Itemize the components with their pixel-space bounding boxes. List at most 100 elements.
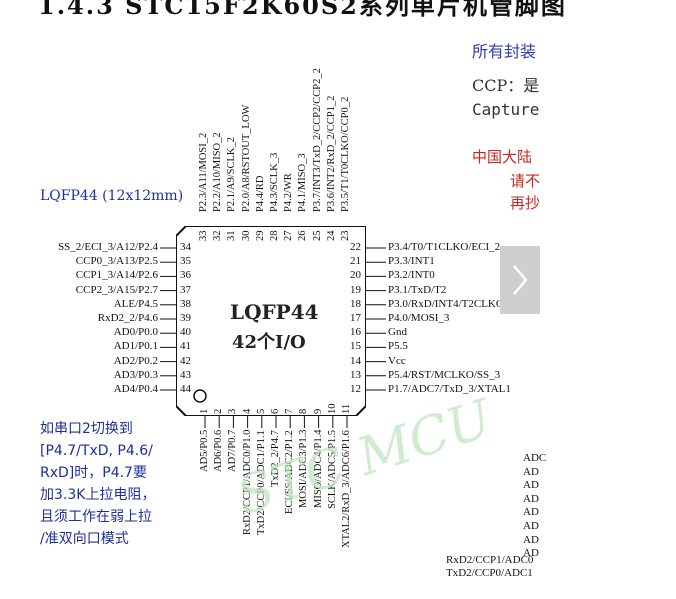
top-pin-label: P2.2/A10/MISO_2 bbox=[212, 132, 224, 212]
left-pin-label: SS_2/ECI_3/A12/P2.4 bbox=[58, 241, 158, 253]
bottom-pin-number: 4 bbox=[241, 408, 253, 414]
chip-name: LQFP44 bbox=[230, 300, 319, 324]
top-pin-label: P4.1/MISO_3 bbox=[297, 153, 309, 212]
left-pin-label: RxD2_2/P4.6 bbox=[97, 312, 158, 324]
page-title: 1.4.3 STC15F2K60S2系列单片机管脚图 bbox=[38, 0, 567, 20]
bottom-pin-number: 9 bbox=[312, 408, 324, 414]
right-pin-label: P3.1/TxD/T2 bbox=[388, 283, 447, 296]
top-pin-number: 29 bbox=[254, 230, 266, 242]
right-pin-label: P4.0/MOSI_3 bbox=[388, 312, 450, 324]
left-pin-number: 42 bbox=[180, 354, 191, 367]
left-pin-label: CCP2_3/A15/P2.7 bbox=[75, 283, 158, 296]
top-pin-number: 33 bbox=[198, 230, 209, 242]
right-red-1: 中国大陆 bbox=[472, 148, 533, 166]
right-pin-number: 22 bbox=[350, 241, 361, 253]
right-pin-label: Gnd bbox=[388, 326, 407, 339]
left-pin-number: 43 bbox=[180, 368, 191, 381]
bottom-right-label: TxD2/CCP0/ADC1 bbox=[446, 567, 533, 579]
right-pin-number: 16 bbox=[350, 326, 361, 339]
top-pin-number: 24 bbox=[325, 230, 337, 242]
bottom-right-label: AD bbox=[523, 547, 539, 560]
right-pin-label: P3.3/INT1 bbox=[388, 255, 435, 268]
top-pin-label: P2.0/A8/RSTOUT_LOW bbox=[240, 104, 252, 212]
bottom-pin-number: 5 bbox=[255, 408, 267, 414]
bottom-pin-number: 3 bbox=[227, 408, 239, 414]
left-pin-label: ALE/P4.5 bbox=[113, 297, 158, 310]
left-pin-label: AD1/P0.1 bbox=[113, 340, 158, 353]
left-pin-label: CCP0_3/A13/P2.5 bbox=[75, 255, 158, 268]
right-pin-number: 14 bbox=[350, 354, 361, 367]
left-pin-label: AD2/P0.2 bbox=[113, 354, 158, 367]
top-pin-number: 28 bbox=[269, 230, 280, 242]
bottom-right-label: RxD2/CCP1/ADC0 bbox=[446, 554, 534, 566]
bottom-pin-number: 7 bbox=[284, 408, 296, 414]
right-pin-number: 21 bbox=[350, 255, 361, 268]
next-slide-button[interactable] bbox=[500, 246, 540, 314]
right-pin-label: P5.5 bbox=[388, 340, 408, 353]
right-text-2: CCP：是 bbox=[472, 76, 540, 95]
left-pin-number: 36 bbox=[180, 269, 191, 282]
bottom-pin-label: AD7/P0.7 bbox=[227, 429, 239, 472]
right-pin-label: P1.7/ADC7/TxD_3/XTAL1 bbox=[388, 383, 511, 395]
chip-io-count: 42个I/O bbox=[232, 332, 306, 353]
right-pin-number: 18 bbox=[350, 297, 361, 310]
left-pin-number: 41 bbox=[180, 340, 191, 353]
bottom-right-label: AD bbox=[523, 533, 539, 546]
top-pin-label: P4.2/WR bbox=[283, 173, 295, 212]
note-line: RxD]时，P4.7要 bbox=[40, 465, 147, 481]
top-pin-label: P2.1/A9/SCLK_2 bbox=[226, 137, 238, 212]
note-line: 且须工作在弱上拉 bbox=[40, 509, 152, 525]
bottom-pin-label: AD5/P0.5 bbox=[199, 429, 210, 472]
note-line: 加3.3K上拉电阻， bbox=[40, 487, 156, 503]
bottom-right-label: ADC bbox=[523, 452, 547, 464]
bottom-right-label: AD bbox=[523, 506, 539, 519]
chevron-right-icon bbox=[513, 265, 528, 295]
top-pin-label: P3.6/INT2/RxD_2/CCP1_2 bbox=[325, 95, 337, 212]
top-pin-label: P4.4/RD bbox=[254, 175, 266, 212]
pin1-marker bbox=[193, 389, 207, 403]
left-pin-number: 40 bbox=[180, 326, 191, 339]
left-pin-label: AD0/P0.0 bbox=[113, 326, 158, 339]
right-pin-label: P3.0/RxD/INT4/T2CLKO bbox=[388, 297, 504, 310]
package-label: LQFP44 (12x12mm) bbox=[40, 188, 184, 204]
left-pin-number: 34 bbox=[180, 241, 191, 253]
right-red-3: 再抄 bbox=[510, 194, 541, 212]
bottom-pin-number: 6 bbox=[270, 408, 281, 414]
right-pin-number: 12 bbox=[350, 383, 361, 395]
right-pin-number: 13 bbox=[350, 368, 361, 381]
top-pin-number: 25 bbox=[311, 230, 323, 242]
chip-outline bbox=[176, 226, 366, 416]
top-pin-label: P2.3/A11/MOSI_2 bbox=[198, 132, 209, 212]
chip-body bbox=[176, 226, 366, 416]
top-pin-label: P3.7/INT3/TxD_2/CCP2/CCP2_2 bbox=[311, 68, 323, 212]
bottom-pin-number: 10 bbox=[326, 403, 338, 415]
left-pin-label: AD4/P0.4 bbox=[113, 383, 158, 395]
bottom-right-label: AD bbox=[523, 492, 539, 505]
top-pin-label: P3.5/T1/T0CLKO/CCP0_2 bbox=[340, 96, 351, 212]
left-pin-number: 39 bbox=[180, 312, 191, 324]
right-pin-label: Vcc bbox=[388, 354, 406, 367]
right-text-3: Capture bbox=[472, 100, 540, 119]
bottom-pin-label: AD6/P0.6 bbox=[213, 429, 225, 472]
uart-note: 如串口2切换到[P4.7/TxD, P4.6/RxD]时，P4.7要加3.3K上… bbox=[40, 418, 200, 550]
left-pin-label: AD3/P0.3 bbox=[113, 368, 158, 381]
top-pin-label: P4.3/SCLK_3 bbox=[269, 152, 280, 212]
bottom-right-label: AD bbox=[523, 520, 539, 532]
bottom-pin-number: 11 bbox=[341, 403, 352, 414]
note-line: /准双向口模式 bbox=[40, 531, 129, 547]
right-pin-number: 17 bbox=[350, 312, 361, 324]
bottom-pin-number: 1 bbox=[199, 408, 210, 414]
note-line: [P4.7/TxD, P4.6/ bbox=[40, 443, 153, 459]
right-pin-number: 19 bbox=[350, 283, 361, 296]
bottom-right-label: AD bbox=[523, 465, 539, 478]
top-pin-number: 26 bbox=[297, 230, 309, 242]
left-pin-number: 44 bbox=[180, 383, 191, 395]
top-pin-number: 32 bbox=[212, 230, 224, 242]
right-pin-number: 20 bbox=[350, 269, 361, 282]
bottom-right-label: AD bbox=[523, 479, 539, 492]
top-pin-number: 27 bbox=[283, 230, 295, 242]
left-pin-label: CCP1_3/A14/P2.6 bbox=[75, 269, 158, 282]
top-pin-number: 23 bbox=[340, 230, 351, 242]
right-red-2: 请不 bbox=[510, 172, 541, 190]
right-pin-label: P5.4/RST/MCLKO/SS_3 bbox=[388, 368, 501, 381]
